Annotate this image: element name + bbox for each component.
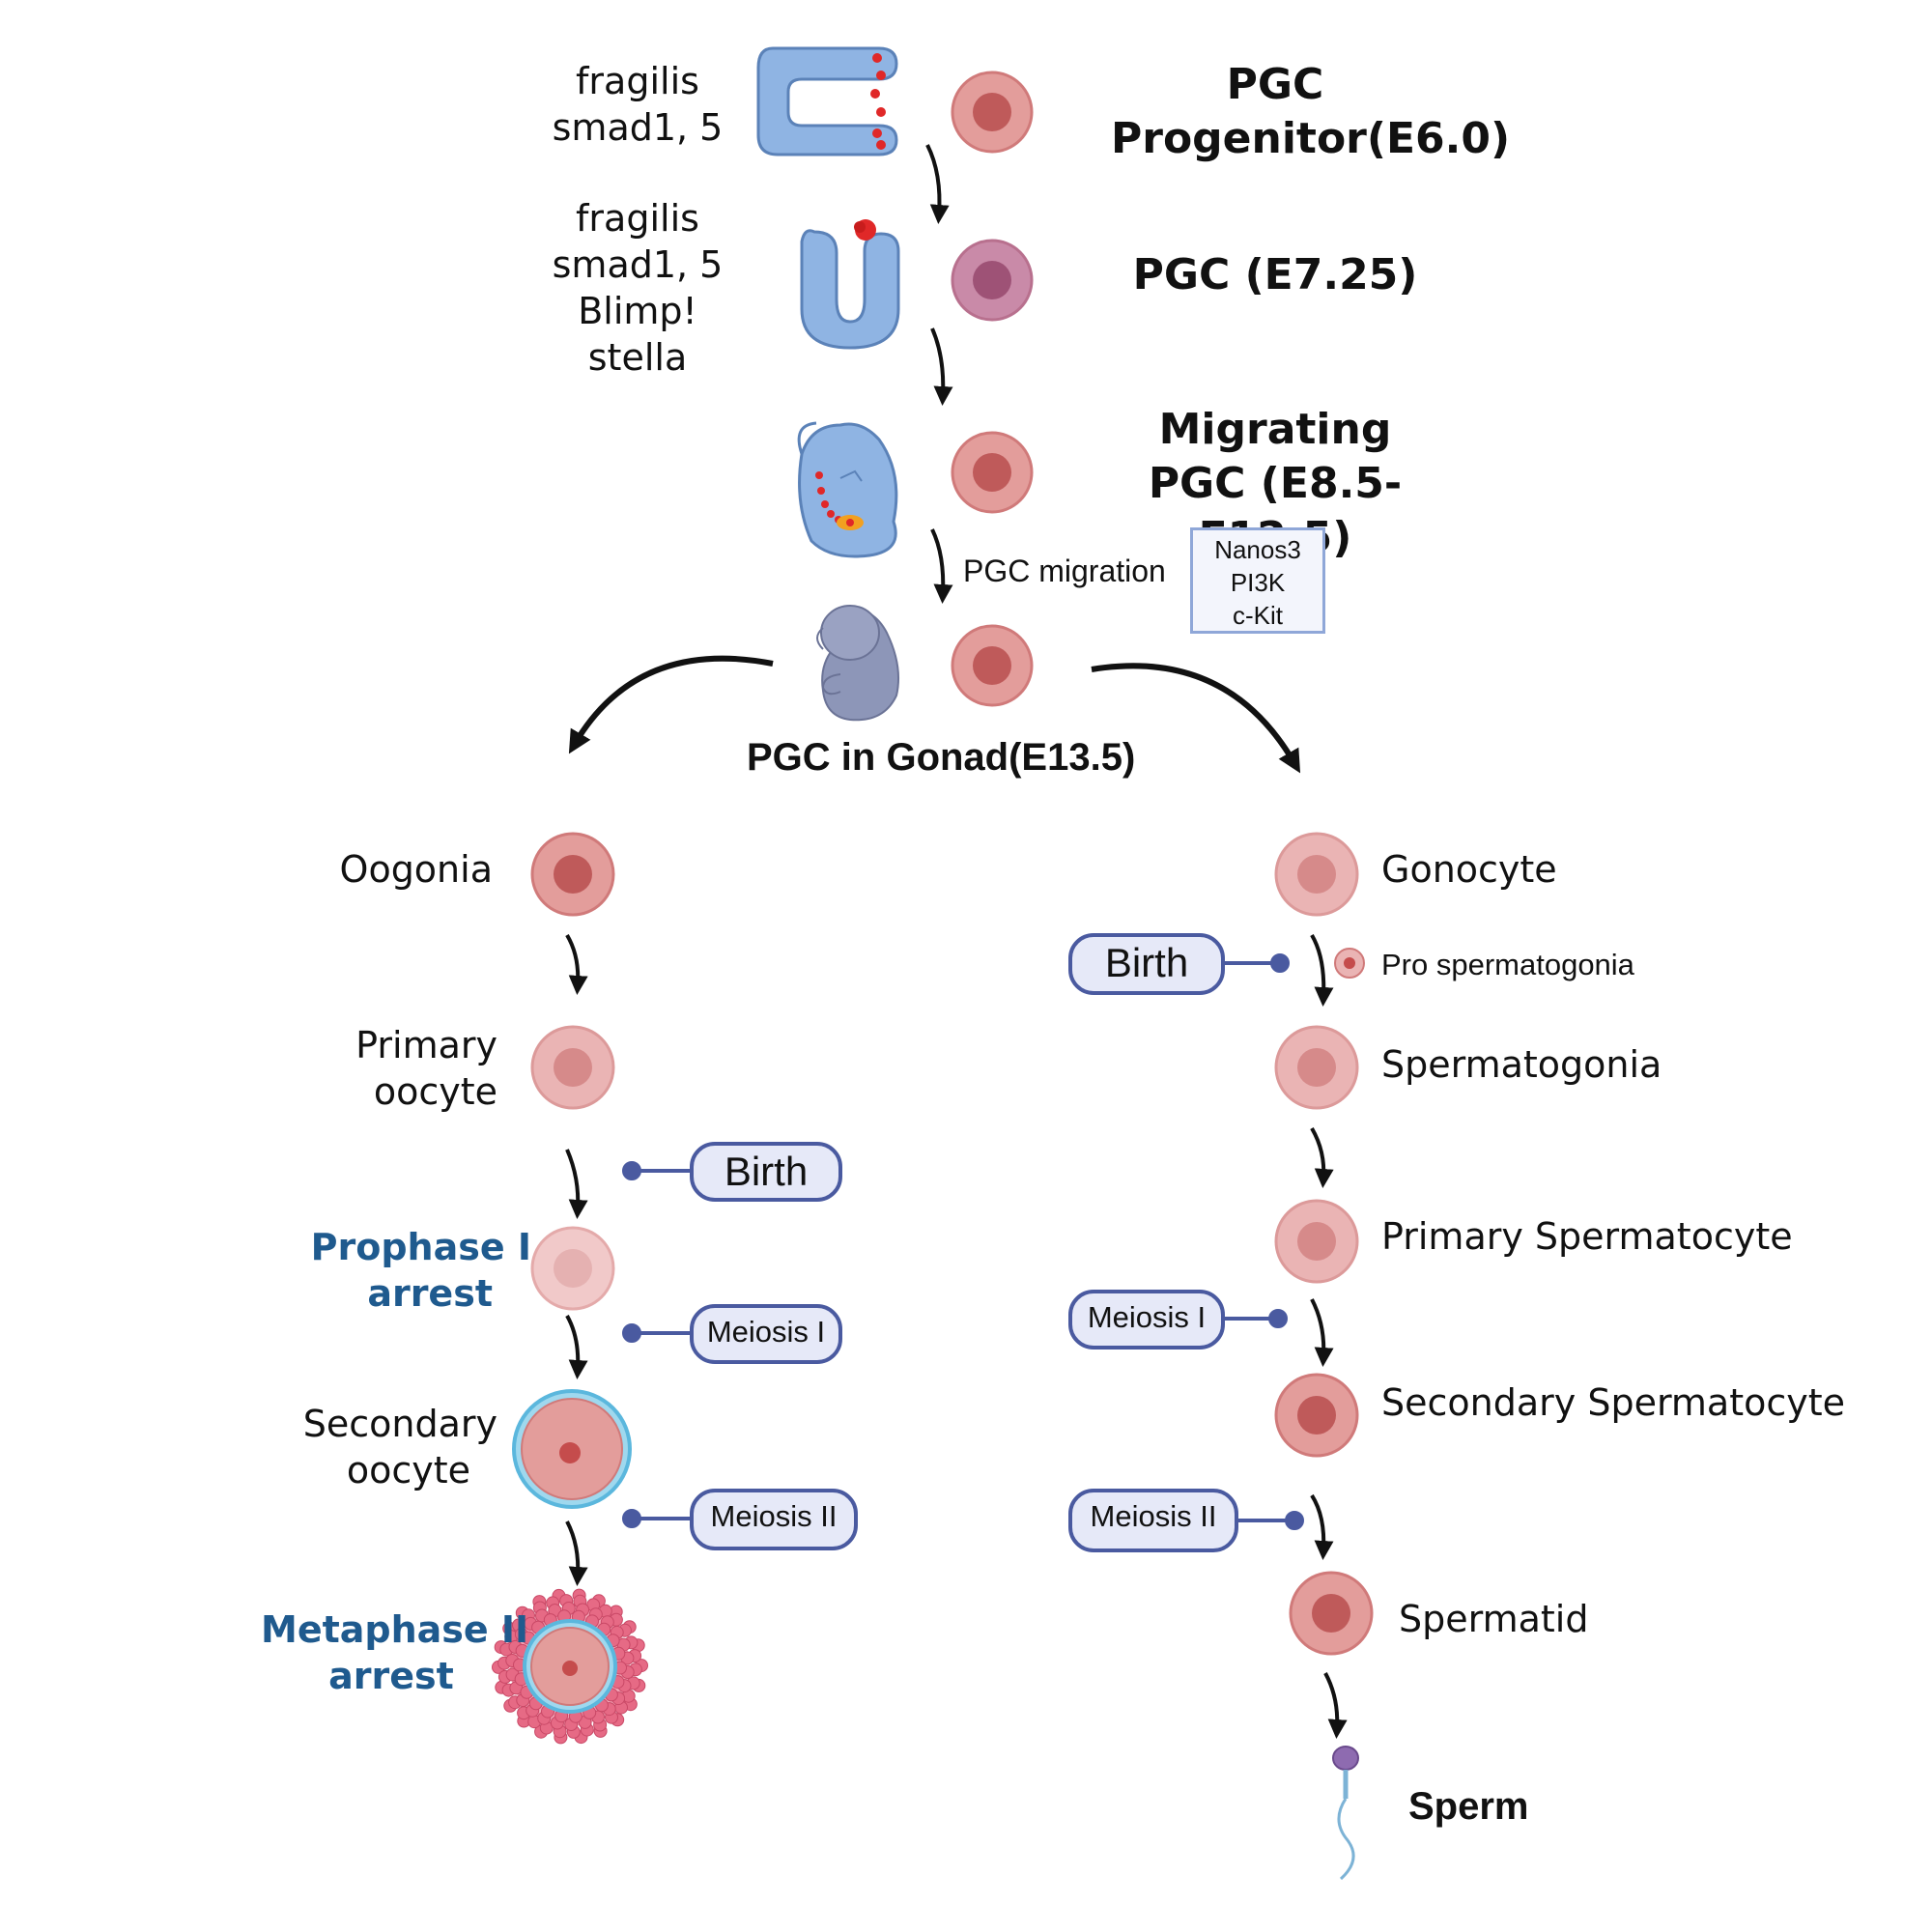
primary-spermatocyte-cell [1274,1199,1359,1284]
female-arrows [565,933,588,1586]
oogonia-cell [530,832,615,917]
label-line: Primary [355,1024,497,1066]
label-line: oocyte [346,1449,470,1492]
marker-smad: smad1, 5 [552,243,724,286]
label-line: arrest [367,1272,493,1315]
oogonia-label: Oogonia [339,848,493,891]
top-arrows [925,144,953,604]
prophase-arrest-cell [530,1226,615,1311]
marker-fragilis: fragilis [576,60,699,102]
meiosis-i-pill-male: Meiosis I [1068,1290,1225,1350]
arrow-1 [925,144,950,224]
pgc-progenitor-cell [951,71,1034,154]
factor-ckit: c-Kit [1233,601,1283,630]
stage-pgc-e725: PGC (E7.25) [1132,250,1418,299]
pgc-migration-label: PGC migration [963,554,1166,588]
arrow-2 [930,327,953,406]
metaphase-ii-arrest-label: Metaphase II arrest [261,1606,529,1699]
factor-nanos3: Nanos3 [1214,535,1301,564]
female-connectors [622,1161,690,1528]
gonad-label: PGC in Gonad(E13.5) [747,736,1136,779]
marker-blimp: Blimp! [578,290,697,332]
birth-pill-female: Birth [690,1142,842,1202]
gonocyte-label: Gonocyte [1381,848,1557,891]
primary-oocyte-cell [530,1025,615,1110]
secondary-spermatocyte-cell [1274,1373,1359,1458]
branch-arrow-male [1091,663,1301,774]
secondary-oocyte-label: Secondary oocyte [290,1401,497,1493]
label-line: Metaphase II [261,1608,529,1651]
label-line: oocyte [373,1070,497,1113]
meiosis-ii-pill-female: Meiosis II [690,1489,858,1550]
birth-pill-male: Birth [1068,933,1225,995]
markers-e7: fragilis smad1, 5 Blimp! stella [541,195,734,381]
branch-arrows [568,655,1301,774]
embryo-e7-icon [800,219,900,350]
markers-e6: fragilis smad1, 5 [541,58,734,151]
spermatogonia-label: Spermatogonia [1381,1043,1662,1086]
label-line: arrest [328,1655,454,1697]
embryo-e6-icon [756,46,898,156]
pgc-e7-cell [951,239,1034,322]
prophase-arrest-label: Prophase I arrest [290,1224,531,1317]
meiosis-ii-pill-male: Meiosis II [1068,1489,1238,1552]
embryo-e8-icon [797,421,898,558]
factor-pi3k: PI3K [1230,568,1286,597]
factor-box: Nanos3 PI3K c-Kit [1190,527,1325,634]
meiosis-i-pill-female: Meiosis I [690,1304,842,1364]
gonad-pgc-cell [951,624,1034,707]
migrating-pgc-cell [951,431,1034,514]
marker-stella: stella [587,336,688,379]
label-line: Secondary [302,1403,497,1445]
primary-spermatocyte-label: Primary Spermatocyte [1381,1215,1793,1258]
pro-spermatogonia-label: Pro spermatogonia [1381,948,1634,981]
branch-arrow-female [568,655,774,754]
arrow-3 [930,528,953,604]
spermatid-cell [1289,1571,1374,1656]
sperm-label: Sperm [1408,1785,1529,1828]
primary-oocyte-label: Primary oocyte [290,1022,497,1115]
pro-spermatogonia-cell [1334,948,1365,979]
secondary-oocyte-cell [512,1389,632,1509]
stage-line: PGC (E8.5- [1148,459,1403,508]
metaphase-ii-egg [492,1588,648,1745]
male-connectors [1225,953,1304,1530]
male-arrows [1310,933,1348,1739]
label-line: Prophase I [310,1226,531,1268]
stage-line: PGC [1226,60,1324,109]
spermatid-label: Spermatid [1399,1598,1589,1640]
stage-line: Progenitor(E6.0) [1111,114,1511,163]
sperm-icon [1332,1746,1359,1881]
marker-smad: smad1, 5 [552,106,724,149]
stage-line: Migrating [1158,405,1392,454]
fetus-icon [816,605,899,722]
spermatogonia-cell [1274,1025,1359,1110]
marker-fragilis: fragilis [576,197,699,240]
secondary-spermatocyte-label: Secondary Spermatocyte [1381,1381,1846,1424]
gonocyte-cell [1274,832,1359,917]
stage-pgc-progenitor: PGC Progenitor(E6.0) [1111,58,1511,166]
